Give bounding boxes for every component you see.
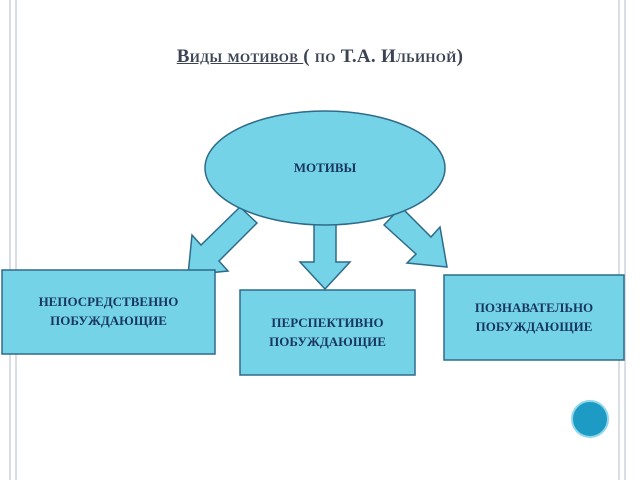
box-right: [443, 274, 625, 361]
box-middle-label: ПЕРСПЕКТИВНО ПОБУЖДАЮЩИЕ: [269, 314, 386, 349]
right-edge-line: [618, 0, 620, 480]
box-left: [1, 269, 216, 355]
title-main: Виды мотивов: [176, 46, 304, 67]
box-middle: [239, 289, 416, 376]
arrow-down: [298, 221, 352, 291]
arrow-left: [187, 205, 259, 276]
box-right-label: ПОЗНАВАТЕЛЬНО ПОБУЖДАЮЩИЕ: [474, 299, 594, 334]
arrow-right: [382, 205, 448, 268]
page-title: Виды мотивов ( по Т.А. Ильиной): [0, 46, 640, 68]
title-sub: ( по Т.А. Ильиной): [303, 46, 464, 67]
center-label: МОТИВЫ: [293, 159, 357, 175]
right-edge-line-inner: [624, 0, 626, 480]
left-edge-line-inner: [15, 0, 17, 480]
box-left-label: НЕПОСРЕДСТВЕННО ПОБУЖДАЮЩИЕ: [38, 294, 179, 328]
decorative-dot: [571, 400, 609, 438]
left-edge-line: [9, 0, 11, 480]
center-ellipse: [204, 110, 446, 226]
